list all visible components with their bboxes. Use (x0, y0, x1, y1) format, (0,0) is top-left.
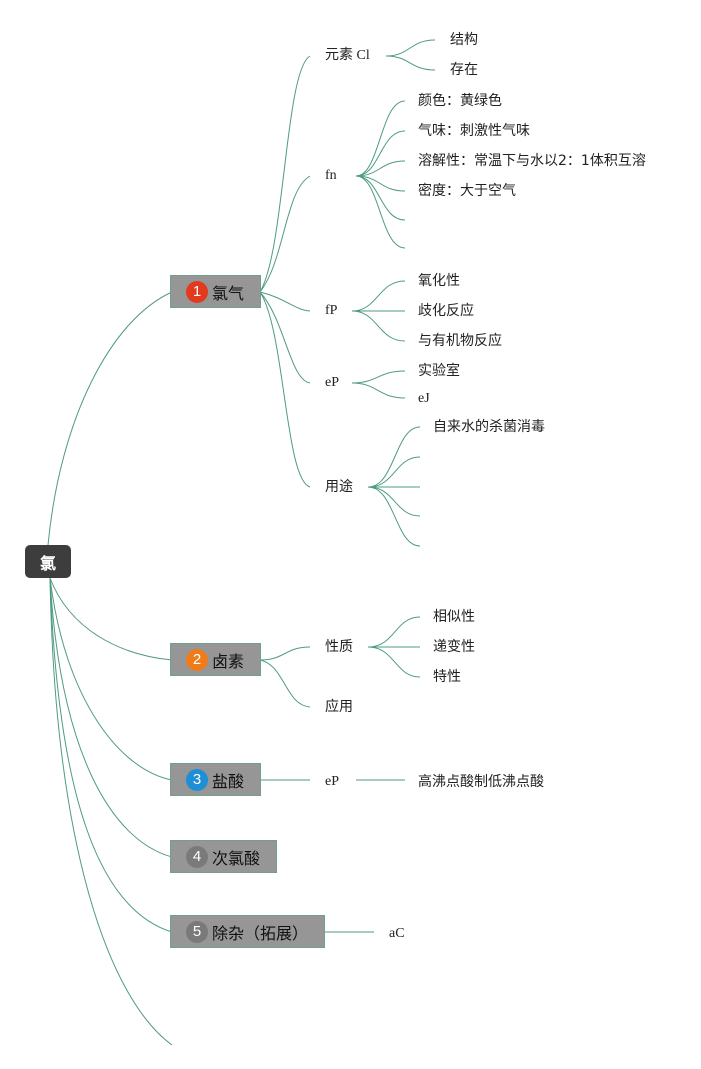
node-similarity[interactable]: 相似性 (433, 609, 475, 625)
link-root-chlorine (47, 291, 173, 546)
node-disproportionation[interactable]: 歧化反应 (418, 303, 474, 319)
node-density[interactable]: 密度：大于空气 (418, 183, 516, 199)
badge-4: 4 (186, 845, 208, 868)
link-root-hcl (49, 577, 173, 781)
link-cl-physical (259, 175, 311, 293)
node-color[interactable]: 颜色：黄绿色 (418, 93, 502, 109)
branch-hydrochloric-acid[interactable]: 3 盐酸 (170, 763, 261, 796)
node-structure[interactable]: 结构 (450, 32, 478, 48)
node-gradient[interactable]: 递变性 (433, 639, 475, 655)
link-root-hclo (49, 577, 173, 858)
node-high-boiling-acid[interactable]: 高沸点酸制低沸点酸 (418, 774, 544, 790)
link-cl-prep (259, 291, 311, 384)
link-root-purify (49, 577, 173, 933)
node-disinfection[interactable]: 自来水的杀菌消毒 (433, 419, 545, 435)
node-element-cl[interactable]: 元素 Cl (325, 48, 370, 63)
link-cl-chemical (259, 291, 311, 312)
node-oxidizing[interactable]: 氧化性 (418, 273, 460, 289)
link-cl-uses (259, 291, 311, 488)
node-laboratory[interactable]: 实验室 (418, 363, 460, 379)
branch-label: 次氯酸 (212, 848, 261, 868)
node-hcl-preparation[interactable]: eP (325, 774, 339, 789)
branch-chlorine[interactable]: 1 氯气 (170, 275, 261, 308)
badge-1: 1 (186, 280, 208, 303)
link-cl-element (259, 55, 311, 293)
badge-2: 2 (186, 648, 208, 671)
link-root-halogen (49, 577, 173, 661)
branch-label: 盐酸 (212, 771, 245, 791)
node-odor[interactable]: 气味：刺激性气味 (418, 123, 530, 139)
branch-label: 除杂（拓展） (212, 923, 309, 943)
node-application[interactable]: 应用 (325, 699, 353, 715)
node-special[interactable]: 特性 (433, 669, 461, 685)
node-existence[interactable]: 存在 (450, 62, 478, 78)
badge-5: 5 (186, 920, 208, 943)
branch-purification[interactable]: 5 除杂（拓展） (170, 915, 325, 948)
branch-halogen[interactable]: 2 卤素 (170, 643, 261, 676)
node-purify-ac[interactable]: aC (389, 926, 405, 941)
node-physical[interactable]: fn (325, 168, 337, 183)
node-ej[interactable]: eJ (418, 391, 430, 406)
node-organic-reaction[interactable]: 与有机物反应 (418, 333, 502, 349)
node-properties[interactable]: 性质 (325, 639, 353, 655)
badge-3: 3 (186, 768, 208, 791)
root-node[interactable]: 氯 (25, 545, 71, 578)
branch-label: 氯气 (212, 283, 245, 303)
branch-label: 卤素 (212, 651, 245, 671)
node-solubility[interactable]: 溶解性：常温下与水以2：1体积互溶 (418, 153, 646, 169)
node-preparation[interactable]: eP (325, 375, 339, 390)
branch-hypochlorous-acid[interactable]: 4 次氯酸 (170, 840, 277, 873)
link-root-extra (49, 577, 173, 1046)
node-chemical[interactable]: fP (325, 303, 338, 318)
node-uses[interactable]: 用途 (325, 479, 353, 495)
